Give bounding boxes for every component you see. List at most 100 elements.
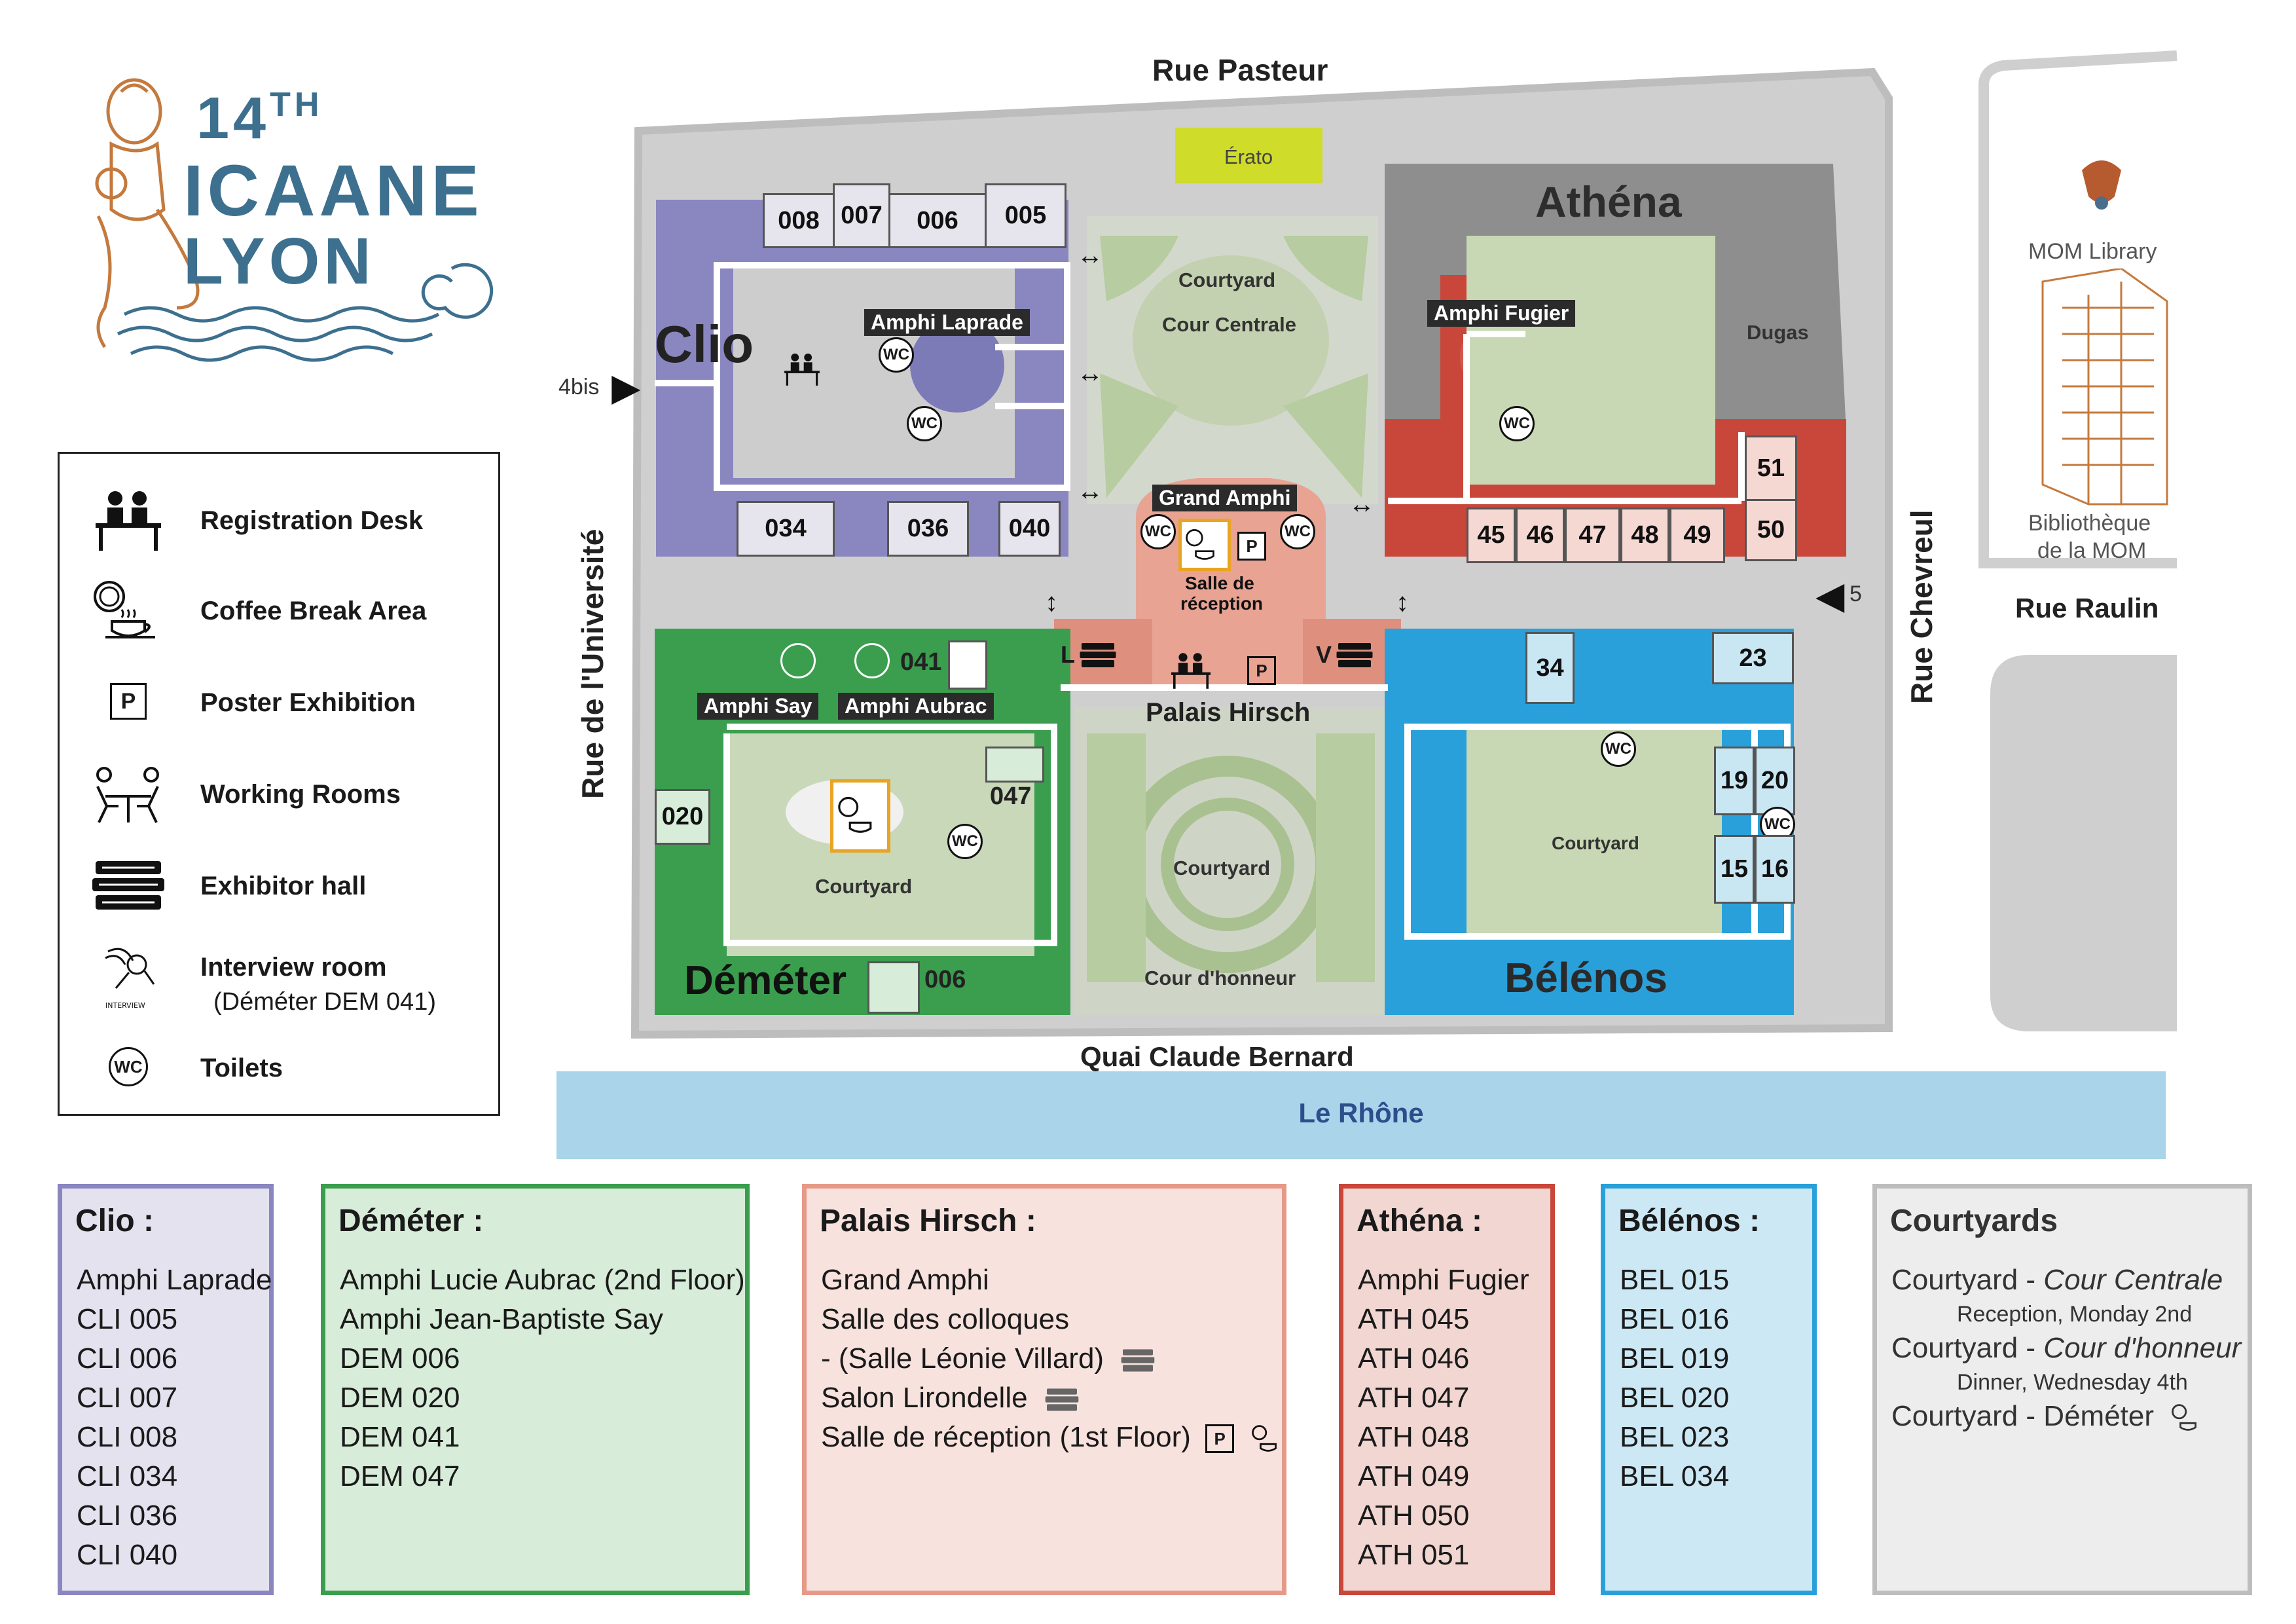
room-athena-47[interactable]: 47 [1565, 507, 1620, 563]
info-box-list: Amphi Lucie Aubrac (2nd Floor) Amphi Jea… [340, 1261, 745, 1496]
room-athena-48[interactable]: 48 [1620, 507, 1669, 563]
street-rue-pasteur: Rue Pasteur [1152, 53, 1328, 87]
info-box-title: Bélénos : [1618, 1204, 1760, 1238]
list-item-text: Courtyard - [1891, 1264, 2044, 1296]
list-item-text: Courtyard - Déméter [1891, 1400, 2155, 1432]
poster-icon: P [1237, 532, 1266, 561]
room-belenos-23[interactable]: 23 [1712, 632, 1794, 684]
wc-glyph: WC [109, 1047, 148, 1086]
room-belenos-34[interactable]: 34 [1525, 632, 1575, 704]
amphi-laprade-label[interactable]: Amphi Laprade [864, 309, 1030, 336]
working-room-006-icon [867, 961, 920, 1014]
info-box-courtyards: Courtyards Courtyard - Cour Centrale Rec… [1872, 1184, 2252, 1595]
info-box-palais-hirsch: Palais Hirsch : Grand Amphi Salle des co… [802, 1184, 1286, 1595]
building-demeter-name: Déméter [684, 958, 847, 1003]
legend-item-poster: P Poster Exhibition [60, 662, 498, 741]
list-item: Amphi Jean-Baptiste Say [340, 1303, 664, 1335]
list-item-text: - (Salle Léonie Villard) [821, 1342, 1104, 1375]
arrow-athena-centre-icon: ↔ [1349, 490, 1375, 519]
courtyard-belenos-label: Courtyard [1552, 833, 1639, 853]
legend-label: Toilets [200, 1054, 283, 1082]
wc-belenos-1: WC [1601, 731, 1636, 767]
info-box-title: Courtyards [1890, 1204, 2058, 1238]
room-belenos-16[interactable]: 16 [1755, 835, 1795, 904]
legend-sublabel: (Déméter DEM 041) [213, 988, 436, 1016]
list-item: Courtyard - Déméter [1891, 1397, 2241, 1436]
room-clio-005[interactable]: 005 [985, 183, 1066, 248]
registration-desk-icon [1171, 653, 1211, 689]
room-demeter-041[interactable]: 041 [900, 648, 942, 676]
room-athena-46[interactable]: 46 [1516, 507, 1565, 563]
entrance-5: 5 [1850, 581, 1862, 606]
registration-desk-icon [96, 491, 161, 551]
toilets-icon: WC [86, 1034, 171, 1099]
courtyard-centrale-label: Courtyard [1178, 268, 1276, 291]
amphi-fugier-label[interactable]: Amphi Fugier [1427, 300, 1576, 327]
room-clio-006[interactable]: 006 [888, 193, 987, 248]
registration-desk-icon [784, 353, 820, 386]
mom-library-fr-line2: de la MOM [2037, 538, 2147, 563]
info-box-title: Athéna : [1357, 1204, 1482, 1238]
legend-item-interview: INTERVIEW Interview room (Déméter DEM 04… [60, 938, 498, 1017]
room-clio-034[interactable]: 034 [737, 501, 835, 557]
legend-item-coffee: Coffee Break Area [60, 570, 498, 649]
info-box-title: Déméter : [338, 1204, 484, 1238]
room-clio-008[interactable]: 008 [763, 193, 835, 248]
list-item-note: Dinner, Wednesday 4th [1957, 1370, 2188, 1395]
list-item: ATH 048 [1358, 1421, 1470, 1453]
legend-item-exhibitor: Exhibitor hall [60, 845, 498, 924]
room-belenos-19[interactable]: 19 [1714, 747, 1755, 815]
working-room-047-icon [985, 747, 1044, 783]
room-demeter-006[interactable]: 006 [924, 966, 966, 993]
arrow-clio-centre-2-icon: ↔ [1077, 359, 1103, 388]
amphi-say-label[interactable]: Amphi Say [697, 693, 819, 720]
amphi-aubrac-label[interactable]: Amphi Aubrac [838, 693, 994, 720]
coffee-break-icon [1252, 1425, 1277, 1452]
wc-clio-1: WC [879, 337, 914, 373]
info-box-list: Amphi Fugier ATH 045 ATH 046 ATH 047 ATH… [1358, 1261, 1529, 1575]
info-box-list: Amphi Laprade CLI 005 CLI 006 CLI 007 CL… [77, 1261, 272, 1575]
room-clio-007[interactable]: 007 [833, 183, 890, 248]
exhibitor-v-letter: V [1316, 641, 1332, 668]
legend-label: Working Rooms [200, 780, 401, 809]
legend-item-registration: Registration Desk [60, 480, 498, 559]
grand-amphi-label[interactable]: Grand Amphi [1152, 485, 1298, 511]
exhibitor-hall-icon [1045, 1388, 1079, 1411]
room-athena-45[interactable]: 45 [1467, 507, 1516, 563]
room-athena-50[interactable]: 50 [1745, 499, 1797, 561]
courtyard-honneur-label: Courtyard [1173, 857, 1271, 879]
list-item-text: Salle de réception (1st Floor) [821, 1421, 1191, 1453]
list-item: CLI 034 [77, 1460, 178, 1492]
room-clio-036[interactable]: 036 [887, 501, 969, 557]
info-box-belenos: Bélénos : BEL 015 BEL 016 BEL 019 BEL 02… [1601, 1184, 1817, 1595]
room-athena-49[interactable]: 49 [1669, 507, 1725, 563]
salle-reception-label-1: Salle de [1185, 573, 1254, 593]
room-belenos-15[interactable]: 15 [1714, 835, 1755, 904]
list-item: ATH 050 [1358, 1500, 1470, 1532]
room-demeter-020[interactable]: 020 [655, 789, 710, 845]
poster-icon: P [86, 669, 171, 734]
mom-library-label: MOM Library [2028, 239, 2157, 264]
entrance-east-arrow-icon: ◀ [1817, 576, 1844, 616]
info-box-list: BEL 015 BEL 016 BEL 019 BEL 020 BEL 023 … [1620, 1261, 1729, 1496]
list-item: BEL 019 [1620, 1342, 1730, 1375]
list-item: CLI 040 [77, 1539, 178, 1571]
mom-logo-icon [2082, 160, 2121, 210]
room-demeter-047[interactable]: 047 [990, 783, 1032, 810]
interview-icon: INTERVIEW [105, 948, 155, 1010]
legend-item-toilets: WC Toilets [60, 1027, 498, 1106]
exhibitor-hall-icon [1121, 1349, 1155, 1372]
room-belenos-20[interactable]: 20 [1755, 747, 1795, 815]
list-item: CLI 036 [77, 1500, 178, 1532]
exhibitor-l-icon: L [1061, 635, 1142, 674]
logo: 14TH ICAANE LYON [59, 52, 517, 367]
arrow-demeter-hirsch-icon: ↕ [1045, 588, 1058, 617]
room-athena-51[interactable]: 51 [1745, 435, 1797, 501]
coffee-break-icon [94, 581, 155, 638]
wc-demeter: WC [947, 824, 983, 859]
info-box-clio: Clio : Amphi Laprade CLI 005 CLI 006 CLI… [58, 1184, 274, 1595]
info-box-title: Clio : [75, 1204, 154, 1238]
list-item: DEM 006 [340, 1342, 460, 1375]
courtyard-demeter-label: Courtyard [815, 875, 913, 898]
room-clio-040[interactable]: 040 [998, 501, 1061, 557]
